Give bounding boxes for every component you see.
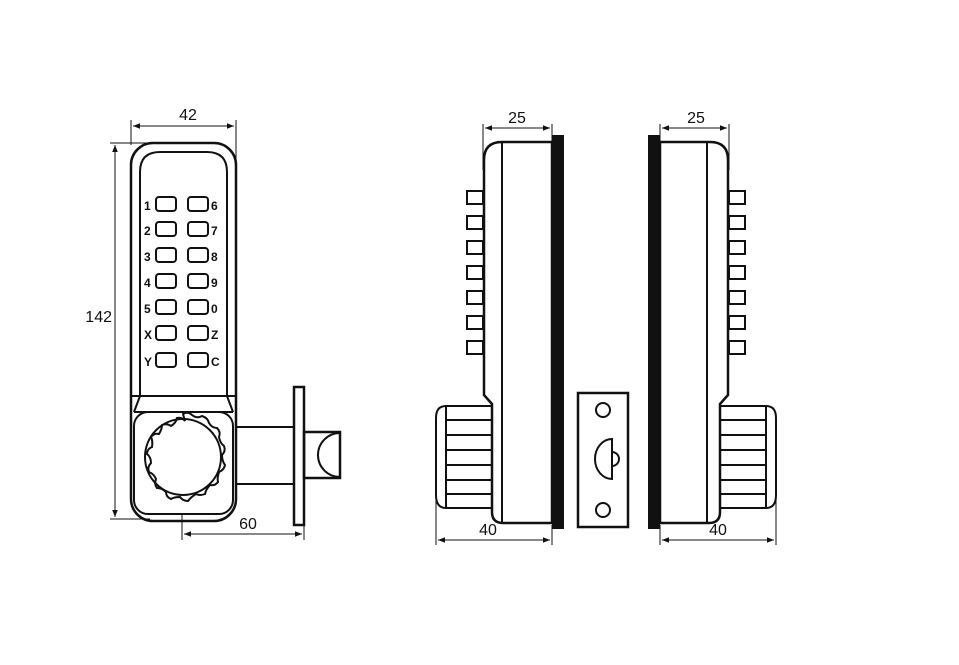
knob-housing xyxy=(133,411,234,515)
svg-text:2: 2 xyxy=(144,224,151,238)
latch-bolt xyxy=(236,385,342,527)
svg-text:40: 40 xyxy=(709,522,727,539)
side-view-right: 25 40 xyxy=(648,110,777,545)
dimension-overall-40-right: 40 xyxy=(659,500,777,545)
svg-text:5: 5 xyxy=(144,302,151,316)
dimension-height-142: 1 4 2 xyxy=(85,142,150,520)
svg-text:C: C xyxy=(211,355,220,369)
svg-text:25: 25 xyxy=(508,110,526,127)
door-gasket xyxy=(552,135,564,529)
keypad-panel xyxy=(139,151,228,396)
svg-text:9: 9 xyxy=(211,276,218,290)
knob-side-left xyxy=(435,405,492,509)
knob-icon xyxy=(144,411,227,503)
dimension-width-42: 42 xyxy=(130,107,237,160)
svg-text:4: 4 xyxy=(144,276,151,290)
backset-label: 60 xyxy=(239,516,257,533)
svg-text:8: 8 xyxy=(211,250,218,264)
height-label: 142 xyxy=(85,309,112,326)
svg-text:3: 3 xyxy=(144,250,151,264)
svg-text:7: 7 xyxy=(211,224,218,238)
side-view-left: 25 xyxy=(435,110,564,545)
dimension-backset-60: 60 xyxy=(181,515,305,540)
door-gasket xyxy=(648,135,660,529)
svg-text:0: 0 xyxy=(211,302,218,316)
svg-text:40: 40 xyxy=(479,522,497,539)
svg-text:X: X xyxy=(144,328,152,342)
svg-text:25: 25 xyxy=(687,110,705,127)
svg-text:Z: Z xyxy=(211,328,218,342)
strike-plate xyxy=(576,391,630,529)
side-buttons-right xyxy=(728,190,746,355)
dimension-overall-40-left: 40 xyxy=(435,500,553,545)
knob-side-right xyxy=(720,405,777,509)
svg-text:6: 6 xyxy=(211,199,218,213)
latch-faceplate xyxy=(292,385,306,527)
svg-text:1: 1 xyxy=(144,199,151,213)
svg-text:Y: Y xyxy=(144,355,152,369)
width-label: 42 xyxy=(179,107,197,124)
side-buttons-left xyxy=(466,190,484,355)
dimension-depth-25-right: 25 xyxy=(659,110,730,170)
lock-body-outer xyxy=(129,141,238,523)
dimension-depth-25-left: 25 xyxy=(482,110,553,170)
